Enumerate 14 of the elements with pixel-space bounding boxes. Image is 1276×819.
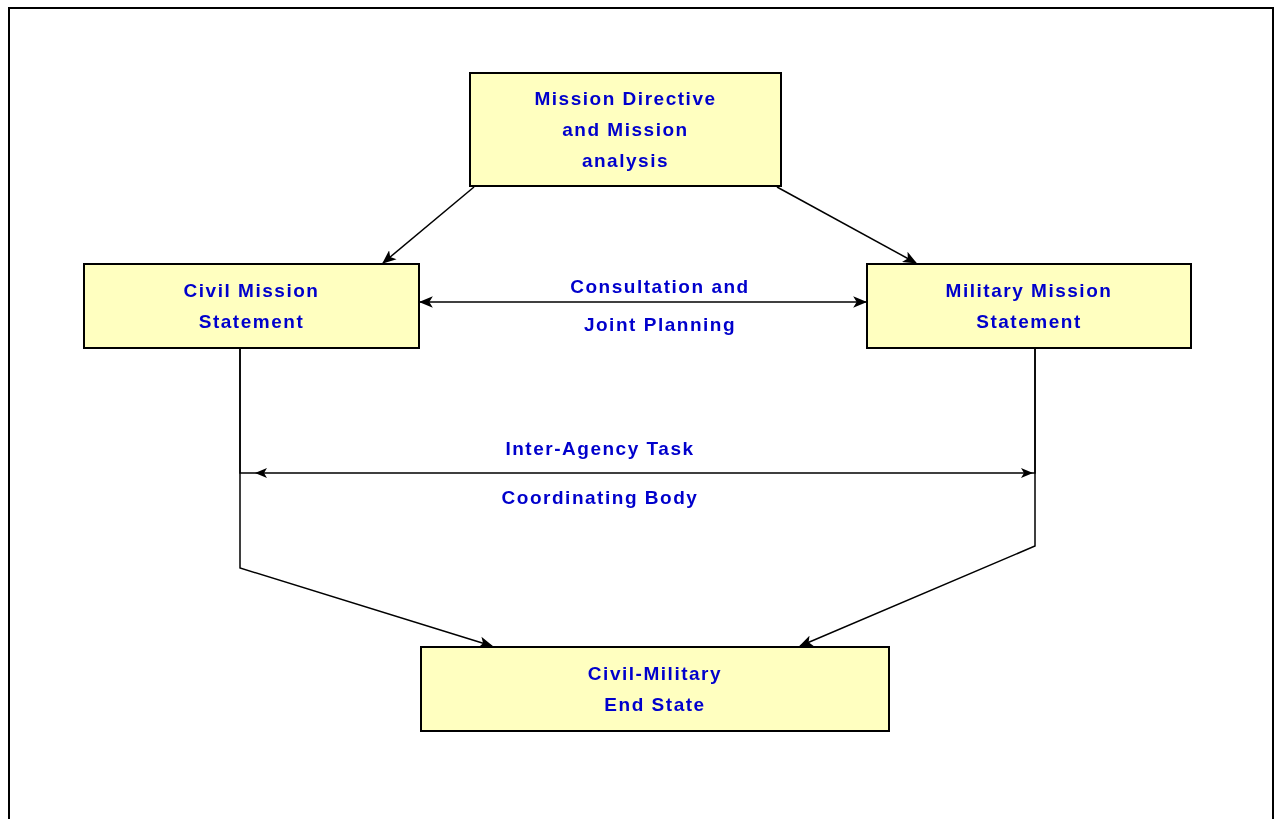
- arrow: [382, 186, 475, 264]
- box-label: Civil Mission Statement: [182, 279, 321, 334]
- process-box: [83, 263, 420, 349]
- edge-label: Consultation and Joint Planning: [569, 275, 751, 337]
- box-label: Military Mission Statement: [944, 279, 1114, 334]
- edge-label: Inter-Agency Task Coordinating Body: [500, 437, 700, 510]
- arrow: [776, 186, 917, 264]
- process-box: [420, 646, 890, 732]
- box-label: Mission Directive and Mission analysis: [533, 87, 718, 173]
- process-box: [469, 72, 782, 187]
- arrow: [239, 348, 494, 648]
- box-label: Civil-Military End State: [586, 662, 724, 717]
- arrow: [798, 348, 1036, 647]
- process-box: [866, 263, 1192, 349]
